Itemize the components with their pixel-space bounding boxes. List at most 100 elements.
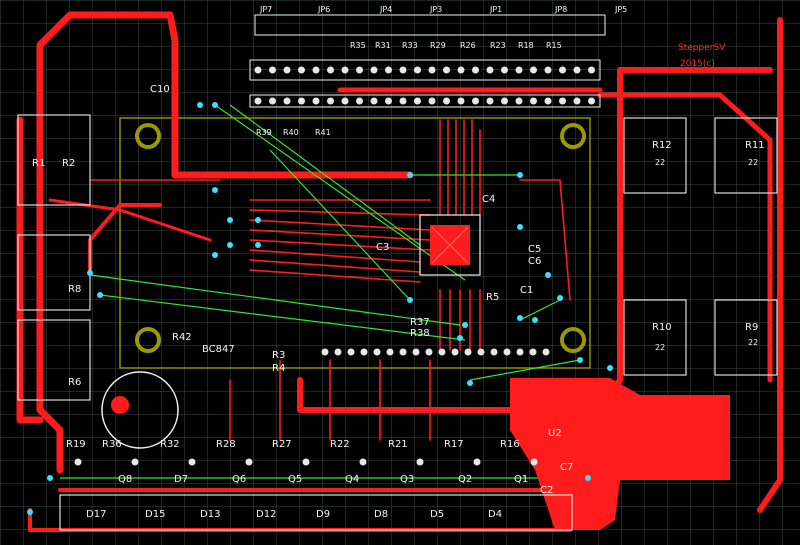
label-c1: C1 xyxy=(520,285,533,296)
pad xyxy=(542,348,550,356)
pad xyxy=(428,66,436,74)
pad xyxy=(269,97,276,105)
pad xyxy=(399,97,407,105)
label-r37: R37 xyxy=(410,317,430,328)
pads-top xyxy=(254,66,595,105)
pad xyxy=(501,97,508,105)
pad xyxy=(477,348,485,356)
pad xyxy=(529,348,537,356)
pad xyxy=(544,66,552,74)
pad xyxy=(269,66,276,74)
pad xyxy=(573,66,581,74)
label-c2: C2 xyxy=(540,485,553,496)
value-r12: 22 xyxy=(655,158,665,167)
q-q2: Q2 xyxy=(458,474,472,485)
pad xyxy=(515,97,523,105)
pad xyxy=(588,97,595,105)
label-c10: C10 xyxy=(150,84,170,95)
pad xyxy=(472,66,479,74)
q-q4: Q4 xyxy=(345,474,359,485)
pad xyxy=(283,66,291,74)
pad xyxy=(412,348,420,356)
diode-d13: D13 xyxy=(200,509,220,520)
header-jp7: JP7 xyxy=(259,5,272,14)
pad xyxy=(544,97,552,105)
pad xyxy=(486,97,494,105)
label-r38: R38 xyxy=(410,328,430,339)
label-r4: R4 xyxy=(272,363,285,374)
diode-d5: D5 xyxy=(430,509,444,520)
pad xyxy=(74,458,82,466)
label-c3: C3 xyxy=(376,242,389,253)
res-r29: R29 xyxy=(430,41,446,50)
label-bc847: BC847 xyxy=(202,344,235,355)
pad xyxy=(588,66,595,74)
label-r5: R5 xyxy=(486,292,499,303)
right-resistor-boxes xyxy=(623,117,778,376)
header-jp5: JP5 xyxy=(614,5,627,14)
copper-pour xyxy=(510,378,730,530)
label-c5: C5 xyxy=(528,244,541,255)
label-c7: C7 xyxy=(560,462,573,473)
pad xyxy=(347,348,355,356)
pad xyxy=(327,66,334,74)
header-jp3: JP3 xyxy=(429,5,442,14)
res-r27: R27 xyxy=(272,439,292,450)
pad xyxy=(298,97,305,105)
pad xyxy=(334,348,342,356)
res-r36: R36 xyxy=(102,439,122,450)
vias xyxy=(27,102,613,515)
pad xyxy=(516,348,524,356)
pad xyxy=(341,66,349,74)
pad xyxy=(321,348,329,356)
res-r19: R19 xyxy=(66,439,86,450)
pad xyxy=(370,66,378,74)
pad xyxy=(443,97,450,105)
label-r41: R41 xyxy=(315,128,331,137)
label-c6: C6 xyxy=(528,256,541,267)
pad xyxy=(530,66,537,74)
pad xyxy=(385,97,392,105)
pad xyxy=(188,458,196,466)
pad xyxy=(359,458,367,466)
res-r33: R33 xyxy=(402,41,418,50)
pad xyxy=(254,66,262,74)
label-r42: R42 xyxy=(172,332,192,343)
q-q1: Q1 xyxy=(514,474,528,485)
pads-bottom xyxy=(74,348,550,466)
pad xyxy=(530,97,537,105)
header-jp8: JP8 xyxy=(554,5,567,14)
value-r10: 22 xyxy=(655,343,665,352)
pad xyxy=(131,458,139,466)
diode-labels: D17 D15 D13 D12 D9 D8 D5 D4 xyxy=(86,509,502,520)
board-outline xyxy=(119,117,591,369)
pad xyxy=(530,458,538,466)
bottom-row xyxy=(59,494,573,531)
pad xyxy=(254,97,262,105)
diode-d4: D4 xyxy=(488,509,502,520)
transistor-labels: Q8 D7 Q6 Q5 Q4 Q3 Q2 Q1 xyxy=(118,474,528,485)
res-r26: R26 xyxy=(460,41,476,50)
pad xyxy=(490,348,498,356)
pad xyxy=(416,458,424,466)
top-header-labels: JP7 JP6 JP4 JP3 JP1 JP8 JP5 xyxy=(259,5,627,14)
pad xyxy=(386,348,394,356)
board-title: StepperSV xyxy=(678,43,726,53)
value-r9: 22 xyxy=(748,338,758,347)
value-r11: 22 xyxy=(748,158,758,167)
pad xyxy=(302,458,310,466)
pad xyxy=(245,458,253,466)
pad xyxy=(341,97,349,105)
label-r10: R10 xyxy=(652,322,672,333)
q-q3: Q3 xyxy=(400,474,414,485)
top-pin-headers xyxy=(249,14,606,108)
diode-d9: D9 xyxy=(316,509,330,520)
res-r17: R17 xyxy=(444,439,464,450)
pad xyxy=(428,97,436,105)
pad xyxy=(473,458,481,466)
pad xyxy=(370,97,378,105)
pad xyxy=(472,97,479,105)
mounting-holes xyxy=(135,123,586,353)
